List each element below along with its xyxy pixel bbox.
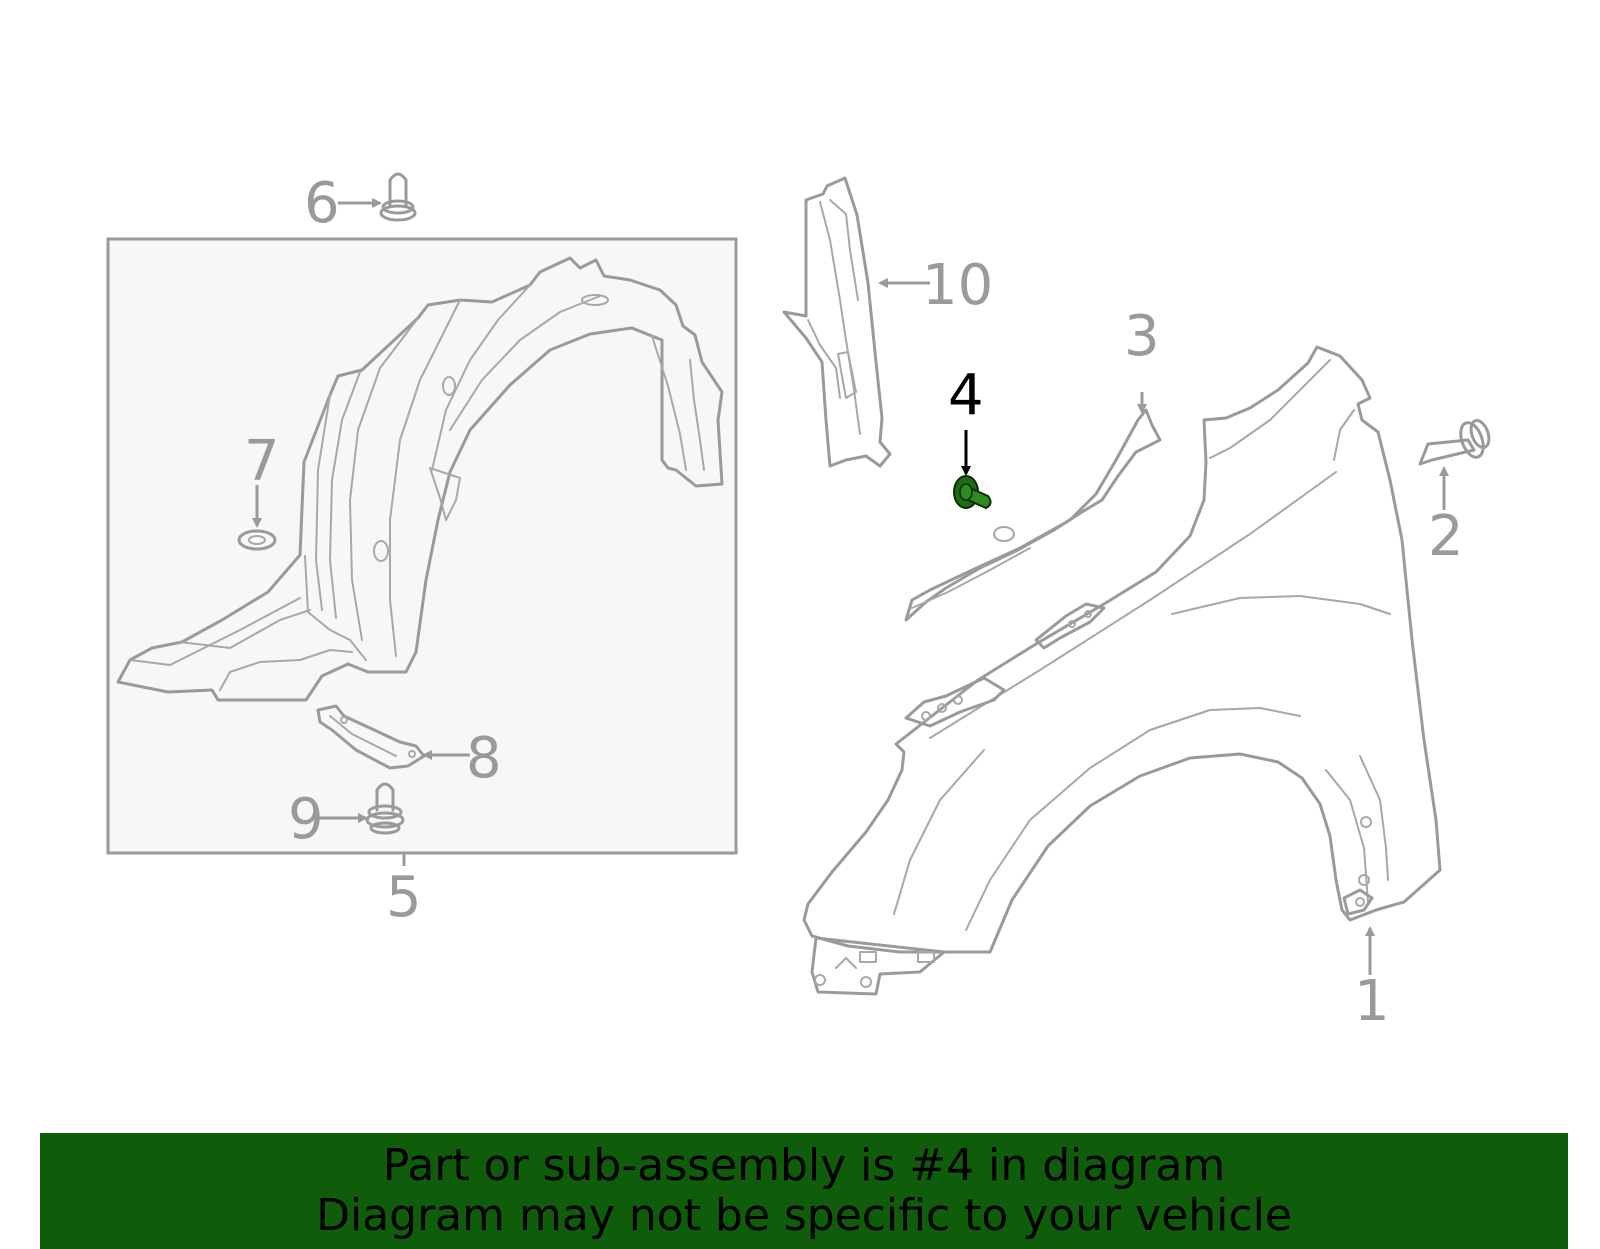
- callout-8: 8: [466, 726, 502, 791]
- clip-part-6: [379, 172, 417, 222]
- bolt-part-2: [1418, 419, 1491, 466]
- grommet-part-7: [237, 529, 277, 551]
- callout-3: 3: [1124, 304, 1160, 369]
- bolt-part-4: [953, 475, 992, 510]
- fender-liner: [116, 256, 724, 702]
- seal-part-10: [782, 176, 892, 468]
- callout-6: 6: [304, 171, 340, 236]
- callout-2: 2: [1428, 504, 1464, 569]
- bracket-part-8: [316, 704, 426, 770]
- callout-1: 1: [1354, 969, 1390, 1034]
- callout-10: 10: [922, 253, 993, 318]
- parts-diagram: 6 10 3 4 7 2 8 9 5 1: [106, 171, 1491, 1034]
- callout-5: 5: [386, 865, 422, 930]
- callout-labels: 6 10 3 4 7 2 8 9 5 1: [244, 171, 1464, 1034]
- callout-4: 4: [948, 363, 984, 428]
- clip-part-9: [365, 782, 405, 835]
- callout-7: 7: [244, 429, 280, 494]
- callout-9: 9: [288, 787, 324, 852]
- fender-part-1: [802, 345, 1442, 996]
- callout-arrows: [252, 198, 1449, 975]
- fender-bracket-part-3: [904, 408, 1162, 622]
- info-banner: Part or sub-assembly is #4 in diagram Di…: [40, 1133, 1568, 1249]
- banner-line-disclaimer: Diagram may not be specific to your vehi…: [316, 1190, 1292, 1241]
- banner-line-part: Part or sub-assembly is #4 in diagram: [382, 1140, 1226, 1191]
